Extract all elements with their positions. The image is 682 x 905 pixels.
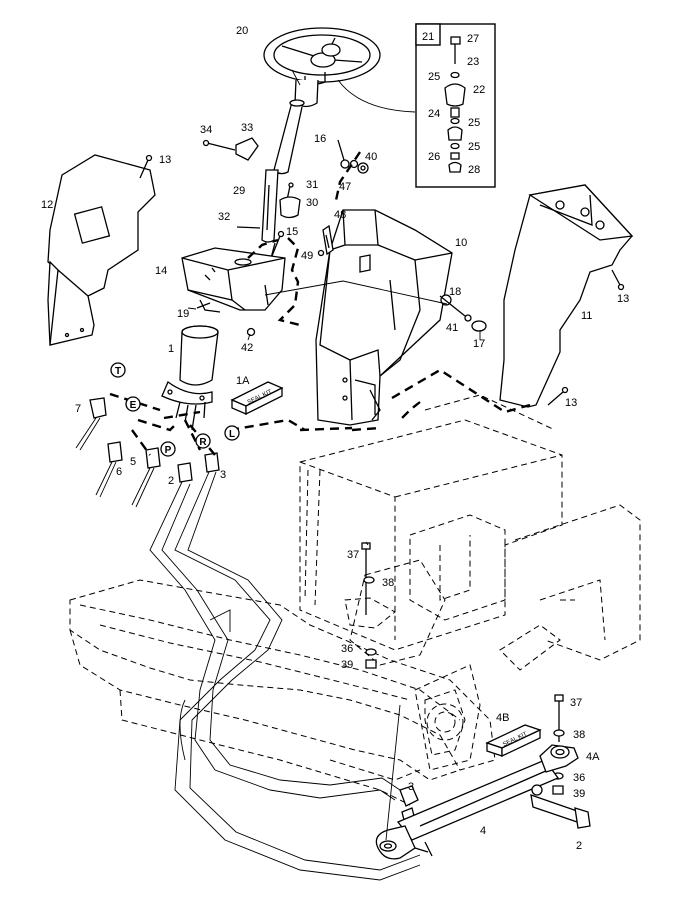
seal-kit-1A: SEAL KIT xyxy=(230,381,284,416)
callout-21: 21 xyxy=(422,31,434,43)
callout-37a: 37 xyxy=(347,549,359,561)
callout-48: 48 xyxy=(334,209,346,221)
callout-40: 40 xyxy=(365,151,377,163)
callout-32: 32 xyxy=(218,211,230,223)
steering-wheel xyxy=(263,27,381,85)
callout-14: 14 xyxy=(155,265,167,277)
assembly-lines xyxy=(109,151,531,456)
callout-47: 47 xyxy=(339,181,351,193)
callout-36b: 36 xyxy=(573,772,585,784)
port-label-L: L xyxy=(229,429,235,440)
callout-13c: 13 xyxy=(565,397,577,409)
port-label-R: R xyxy=(199,437,207,448)
callout-3a: 3 xyxy=(220,469,226,481)
callout-27: 27 xyxy=(467,33,479,45)
callout-49: 49 xyxy=(301,250,313,262)
callout-3b: 3 xyxy=(408,781,414,793)
callout-15: 15 xyxy=(286,226,298,238)
callout-33: 33 xyxy=(241,122,253,134)
callout-42: 42 xyxy=(241,342,253,354)
console-10 xyxy=(315,209,453,426)
callout-39b: 39 xyxy=(573,788,585,800)
callout-17: 17 xyxy=(473,338,485,350)
detail-box-21 xyxy=(415,23,496,188)
callout-2b: 2 xyxy=(576,840,582,852)
hose-fittings xyxy=(75,397,421,881)
leader-lines xyxy=(187,69,481,841)
chassis-frame xyxy=(69,394,641,806)
callout-41: 41 xyxy=(446,322,458,334)
callout-11: 11 xyxy=(581,310,592,322)
callout-34: 34 xyxy=(200,124,212,136)
callout-2a: 2 xyxy=(168,475,174,487)
callout-4B: 4B xyxy=(496,712,509,724)
callout-25a: 25 xyxy=(428,71,440,83)
callout-13a: 13 xyxy=(159,154,171,166)
callout-25c: 25 xyxy=(468,141,480,153)
callout-13b: 13 xyxy=(617,293,629,305)
bracket-14 xyxy=(181,247,286,313)
callout-6: 6 xyxy=(116,466,122,478)
callout-20: 20 xyxy=(236,25,248,37)
callout-26: 26 xyxy=(428,151,440,163)
callout-36a: 36 xyxy=(341,643,353,655)
port-circle-P xyxy=(160,441,176,457)
seal-kit-4B: SEAL KIT xyxy=(485,724,542,758)
callout-4A: 4A xyxy=(586,751,600,763)
callout-28: 28 xyxy=(468,164,480,176)
callout-10: 10 xyxy=(455,237,467,249)
callout-23: 23 xyxy=(467,56,479,68)
callout-12: 12 xyxy=(41,199,53,211)
port-circle-T xyxy=(110,362,126,378)
callout-37b: 37 xyxy=(570,697,582,709)
port-markers: T E P R L xyxy=(110,362,240,457)
port-label-T: T xyxy=(115,366,121,377)
callout-1A: 1A xyxy=(236,375,250,387)
callout-1: 1 xyxy=(168,343,174,355)
callout-19: 19 xyxy=(177,308,189,320)
steering-unit-1 xyxy=(161,325,219,431)
steering-cylinder-4 xyxy=(375,744,591,860)
callout-25b: 25 xyxy=(468,117,480,129)
port-label-P: P xyxy=(165,445,172,456)
callout-5: 5 xyxy=(130,456,136,468)
callouts: 20 21 27 23 25 22 24 25 26 25 28 34 33 1… xyxy=(41,25,629,852)
cover-panel-12 xyxy=(47,154,156,346)
steering-column xyxy=(261,79,319,263)
cover-panel-11 xyxy=(499,184,634,408)
callout-39a: 39 xyxy=(341,659,353,671)
callout-24: 24 xyxy=(428,108,440,120)
callout-29: 29 xyxy=(233,185,245,197)
wire-to-key xyxy=(337,79,416,113)
callout-22: 22 xyxy=(473,84,485,96)
callout-38a: 38 xyxy=(382,577,394,589)
port-circle-E xyxy=(125,396,141,412)
callout-30: 30 xyxy=(306,197,318,209)
callout-7: 7 xyxy=(75,403,81,415)
callout-31: 31 xyxy=(306,179,318,191)
callout-38b: 38 xyxy=(573,729,585,741)
callout-18: 18 xyxy=(449,286,461,298)
callout-16: 16 xyxy=(314,133,326,145)
port-circle-R xyxy=(195,433,211,449)
port-circle-L xyxy=(224,425,240,441)
port-label-E: E xyxy=(130,400,137,411)
callout-4: 4 xyxy=(480,825,486,837)
